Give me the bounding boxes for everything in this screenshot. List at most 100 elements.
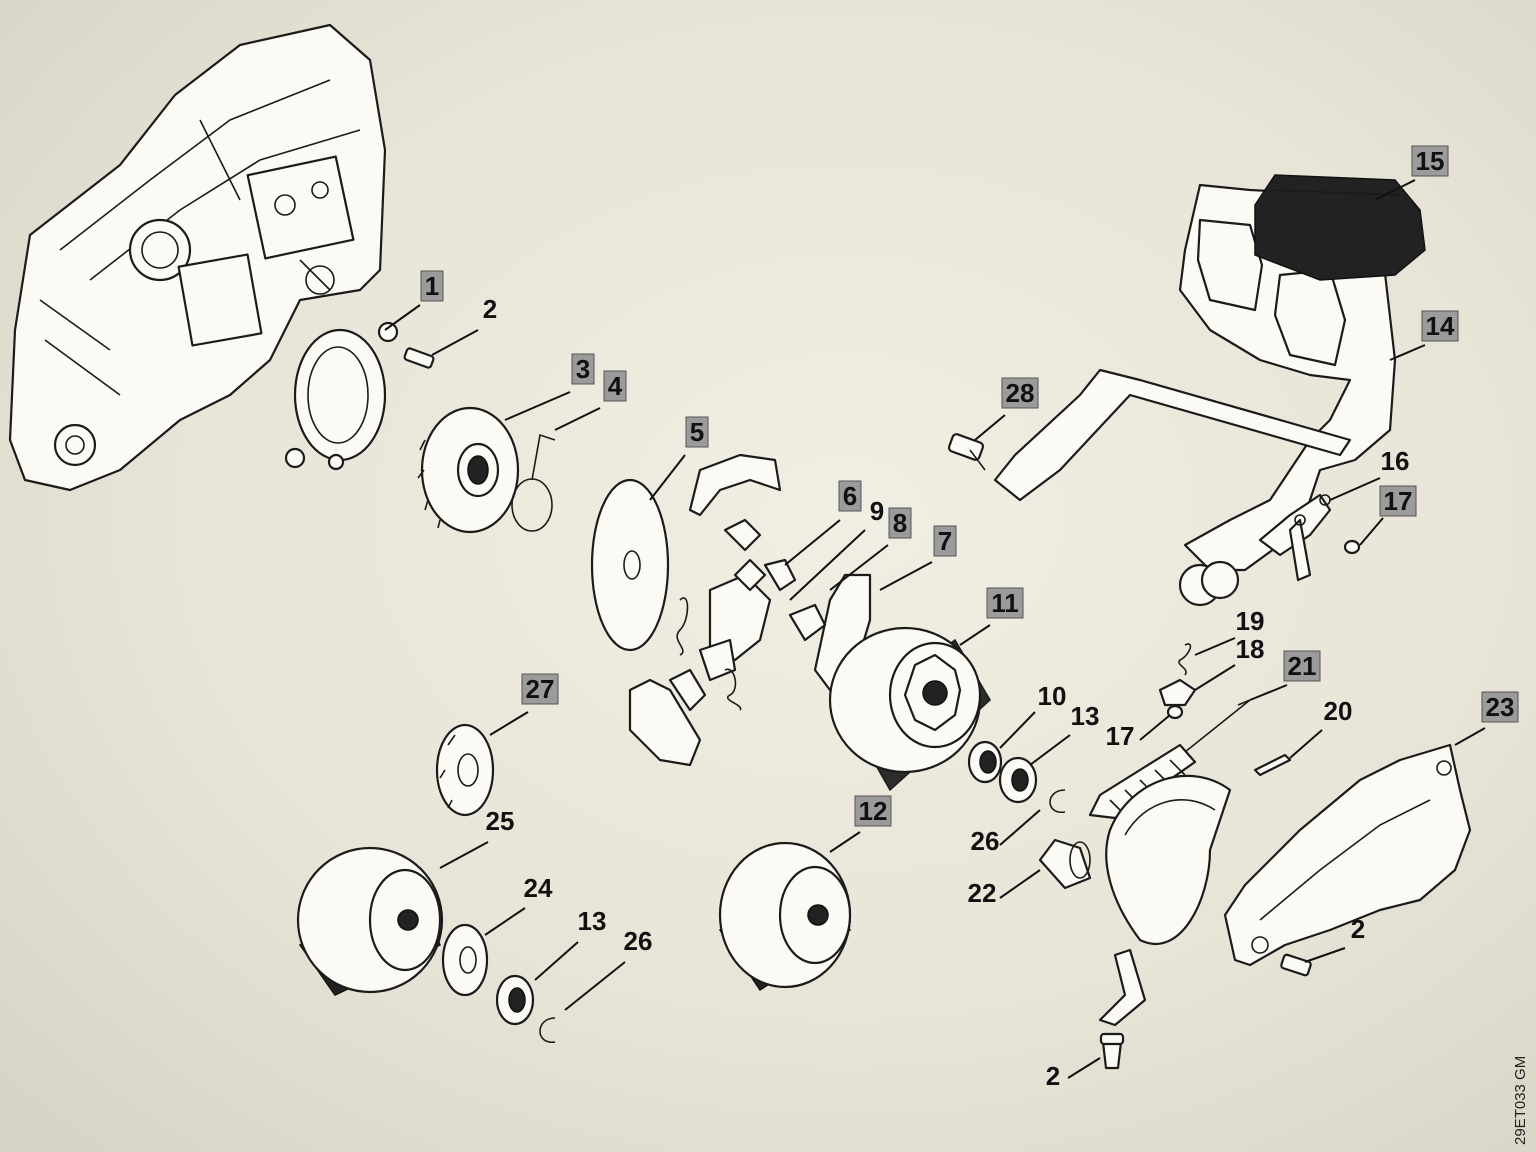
callout-label: 19: [1236, 606, 1265, 636]
callout-leader-line: [384, 304, 421, 331]
callout-leader-line: [1029, 734, 1071, 766]
callout-leader-line: [1454, 727, 1486, 746]
callout-label-box: [603, 370, 627, 402]
callout-c26b: 26: [971, 809, 1041, 856]
callout-leader-line: [784, 519, 841, 566]
callout-label: 7: [938, 526, 952, 556]
sprocket-gear: [417, 406, 520, 534]
callout-leader-line: [534, 941, 579, 981]
callout-c14: 14: [1389, 310, 1459, 361]
e-clip-upper: [1049, 789, 1066, 813]
callout-c19: 19: [1194, 606, 1265, 656]
callout-label: 22: [968, 878, 997, 908]
callout-label: 1: [425, 271, 439, 301]
callout-label: 9: [870, 496, 884, 526]
callout-leader-line: [1329, 477, 1381, 501]
callout-label: 2: [1351, 914, 1365, 944]
screw-bottom: [1099, 1032, 1125, 1070]
needle-cage: [967, 740, 1003, 784]
callout-leader-line: [554, 407, 601, 431]
callout-leader-line: [829, 544, 889, 591]
lever-linkage: [1258, 493, 1332, 582]
callout-leader-line: [504, 391, 571, 421]
callout-c24: 24: [484, 873, 553, 936]
callout-label: 27: [526, 674, 555, 704]
callout-c22: 22: [968, 869, 1041, 908]
callout-c17b: 17: [1106, 714, 1171, 751]
callout-label: 15: [1416, 146, 1445, 176]
callout-label-box: [986, 587, 1024, 619]
callout-leader-line: [484, 907, 526, 936]
rim-sprocket-upper: [435, 723, 495, 817]
callout-c4: 4: [554, 370, 627, 431]
callout-leader-line: [564, 961, 626, 1011]
callout-c27: 27: [489, 673, 559, 736]
small-lever: [1158, 678, 1197, 707]
callout-c25: 25: [439, 806, 515, 869]
brake-band: [1098, 753, 1292, 1027]
callout-c17a: 17: [1359, 485, 1417, 546]
callout-leader-line: [1374, 179, 1416, 201]
callout-leader-line: [1359, 517, 1384, 546]
oil-seal-ring: [284, 321, 399, 471]
callout-c28: 28: [974, 377, 1039, 441]
callout-c26a: 26: [564, 926, 652, 1011]
callout-label: 18: [1236, 634, 1265, 664]
callout-label: 8: [893, 508, 907, 538]
crankcase-housing: [8, 23, 387, 492]
callout-label-box: [521, 673, 559, 705]
callout-label-box: [1421, 310, 1459, 342]
callout-c2b: 2: [1304, 914, 1365, 963]
callout-c13a: 13: [1029, 701, 1099, 766]
callout-label: 3: [576, 354, 590, 384]
nut-upper: [1343, 539, 1361, 555]
callout-label-box: [1411, 145, 1449, 177]
callout-label: 4: [608, 371, 623, 401]
callout-label: 26: [971, 826, 1000, 856]
callout-leader-line: [431, 329, 479, 356]
callout-label: 12: [859, 796, 888, 826]
callout-label: 20: [1324, 696, 1353, 726]
callout-c11: 11: [959, 587, 1024, 646]
callout-label: 25: [486, 806, 515, 836]
screw-cover: [1280, 953, 1312, 977]
washer-lower: [495, 974, 535, 1026]
callout-label-box: [1379, 485, 1417, 517]
callout-label-box: [685, 416, 709, 448]
callout-c8: 8: [829, 507, 912, 591]
callout-c9: 9: [789, 496, 884, 601]
callout-leader-line: [959, 624, 991, 646]
foam-pad: [1254, 174, 1426, 281]
callout-c21: 21: [1249, 650, 1321, 701]
washer-upper: [998, 756, 1038, 804]
callout-c10: 10: [999, 681, 1066, 749]
screw-top: [403, 347, 435, 369]
callout-leader-line: [439, 841, 489, 869]
callout-c12: 12: [829, 795, 892, 853]
callout-label-box: [571, 353, 595, 385]
callout-label: 6: [843, 481, 857, 511]
callout-label-box: [420, 270, 444, 302]
callout-label-box: [854, 795, 892, 827]
callout-label-box: [1001, 377, 1039, 409]
callout-c15: 15: [1374, 145, 1449, 201]
callout-leader-line: [1067, 1057, 1101, 1079]
callout-c16: 16: [1329, 446, 1410, 501]
callout-c1: 1: [384, 270, 444, 331]
clutch-drum-left: [296, 846, 444, 996]
callout-label: 21: [1288, 651, 1317, 681]
image-reference-code: 29ET033 GM: [1512, 1056, 1529, 1145]
callout-label: 2: [483, 294, 497, 324]
callout-label-box: [838, 480, 862, 512]
callout-label-box: [933, 525, 957, 557]
callout-leader-line: [999, 869, 1041, 899]
callout-c2a: 2: [431, 294, 497, 356]
callout-label: 16: [1381, 446, 1410, 476]
callout-leader-line: [1304, 947, 1346, 963]
callout-label: 28: [1006, 378, 1035, 408]
callout-leader-line: [1139, 714, 1171, 741]
rim-sprocket-lower: [441, 923, 489, 997]
callout-label: 5: [690, 417, 704, 447]
